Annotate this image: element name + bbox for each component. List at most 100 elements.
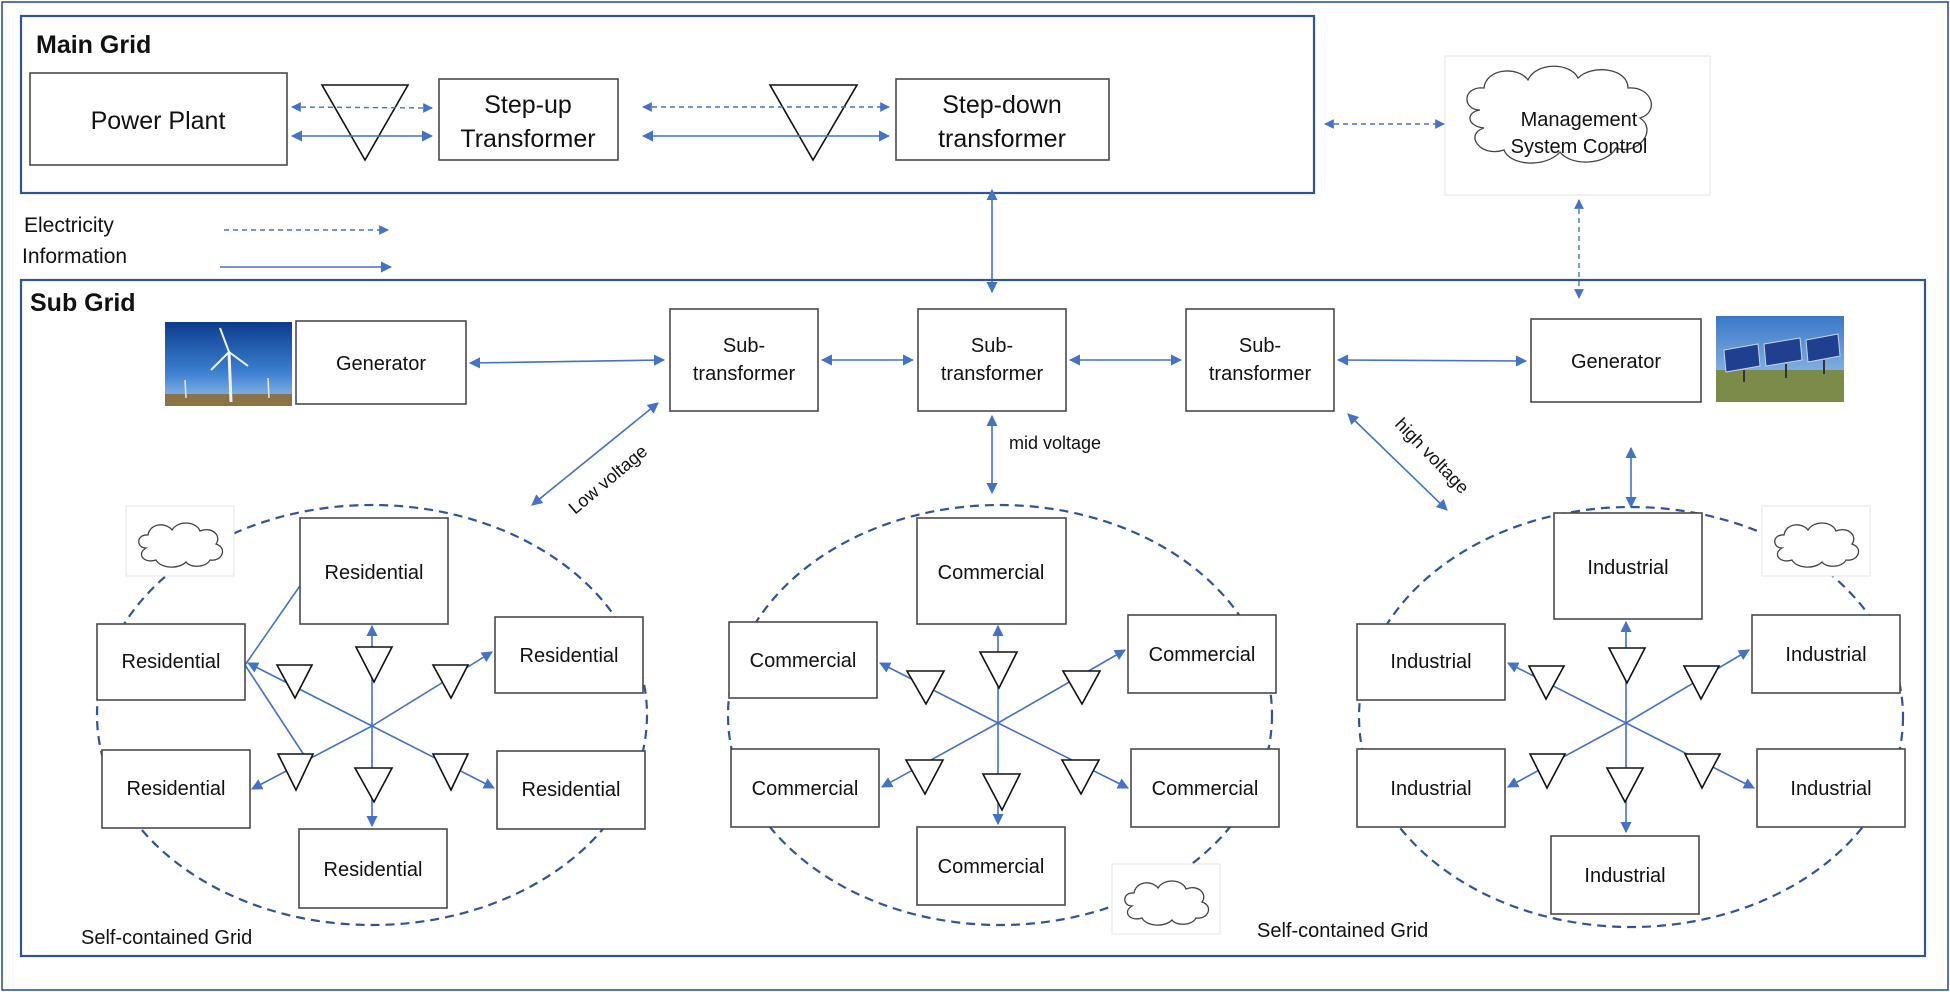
commercial-transformer-symbol <box>904 759 945 796</box>
commercial-box-left[interactable]: Commercial <box>728 621 878 699</box>
industrial-label: Industrial <box>1390 651 1471 673</box>
high-voltage-label: high voltage <box>1391 414 1473 498</box>
commercial-label: Commercial <box>752 778 859 800</box>
commercial-arrow-lower-right <box>997 722 1130 789</box>
step-down-label-line2: transformer <box>938 125 1066 153</box>
residential-grid-boundary <box>95 503 649 927</box>
residential-label: Residential <box>324 859 423 881</box>
residential-transformer-symbol <box>354 646 394 684</box>
management-system-control[interactable]: Management System Control <box>1444 55 1711 196</box>
commercial-box-lower-right[interactable]: Commercial <box>1130 748 1280 828</box>
power-plant-box[interactable]: Power Plant <box>29 72 288 166</box>
industrial-transformer-symbol <box>1528 753 1567 790</box>
sub-transformer-3-line2: transformer <box>1209 363 1312 385</box>
sub-transformer-3-line1: Sub- <box>1239 335 1281 357</box>
step-up-transformer-box[interactable]: Step-up Transformer <box>438 78 619 161</box>
commercial-self-contained-label: Self-contained Grid <box>1257 920 1428 942</box>
industrial-label: Industrial <box>1584 865 1665 887</box>
residential-box-lower-right[interactable]: Residential <box>496 750 646 830</box>
residential-box-top[interactable]: Residential <box>299 517 449 625</box>
residential-cloud-icon <box>125 505 235 577</box>
generator-left-label: Generator <box>336 353 426 375</box>
sub-grid-title: Sub Grid <box>30 289 136 317</box>
residential-box-right[interactable]: Residential <box>494 616 644 694</box>
industrial-box-left[interactable]: Industrial <box>1356 623 1506 701</box>
residential-grid: Residential Residential Residential Resi… <box>81 503 649 949</box>
industrial-grid: Industrial Industrial Industrial Industr… <box>1356 505 1906 929</box>
sub-transformer-box-3[interactable]: Sub- transformer <box>1185 308 1335 412</box>
commercial-box-top[interactable]: Commercial <box>916 517 1067 625</box>
commercial-transformer-symbol <box>1061 670 1102 706</box>
industrial-box-right[interactable]: Industrial <box>1751 614 1901 694</box>
low-voltage-label: Low voltage <box>565 441 651 518</box>
industrial-cloud-icon <box>1761 505 1871 577</box>
sub-transformer-box-2[interactable]: Sub- transformer <box>917 308 1067 412</box>
residential-transformer-symbol <box>353 767 394 804</box>
industrial-arrow-upper-left <box>1507 662 1627 724</box>
residential-transformer-symbol <box>431 753 470 792</box>
mid-voltage-label: mid voltage <box>1009 433 1101 453</box>
commercial-arrow-lower-left <box>881 722 999 788</box>
industrial-label: Industrial <box>1785 644 1866 666</box>
commercial-grid-boundary <box>726 503 1274 927</box>
residential-label: Residential <box>127 778 226 800</box>
commercial-transformer-symbol <box>981 773 1022 812</box>
industrial-box-top[interactable]: Industrial <box>1553 512 1703 620</box>
commercial-label: Commercial <box>1149 644 1256 666</box>
main-grid-title: Main Grid <box>36 31 151 59</box>
industrial-transformer-symbol <box>1527 665 1566 701</box>
generator-left-box[interactable]: Generator <box>295 320 467 405</box>
residential-wire-2 <box>244 664 305 756</box>
residential-transformer-symbol <box>276 753 315 792</box>
residential-box-lower-left[interactable]: Residential <box>101 749 251 829</box>
residential-self-contained-label: Self-contained Grid <box>81 927 252 949</box>
management-label-line1: Management <box>1521 109 1638 131</box>
industrial-label: Industrial <box>1587 557 1668 579</box>
wind-turbines-image <box>165 322 292 406</box>
arrow-sub3-generator <box>1336 354 1528 367</box>
industrial-box-lower-left[interactable]: Industrial <box>1356 748 1506 828</box>
residential-transformer-symbol <box>275 664 314 700</box>
sub-transformer-1-line2: transformer <box>693 363 796 385</box>
industrial-box-lower-right[interactable]: Industrial <box>1756 748 1906 828</box>
industrial-grid-boundary <box>1357 505 1905 929</box>
commercial-cloud-icon <box>1111 863 1221 935</box>
residential-box-bottom[interactable]: Residential <box>298 828 448 909</box>
industrial-box-bottom[interactable]: Industrial <box>1550 835 1700 915</box>
management-label-line2: System Control <box>1511 136 1648 158</box>
industrial-arrow-lower-left <box>1507 722 1627 788</box>
sub-transformer-box-1[interactable]: Sub- transformer <box>669 308 819 412</box>
step-down-transformer-box[interactable]: Step-down transformer <box>895 78 1110 161</box>
generator-right-box[interactable]: Generator <box>1530 318 1702 403</box>
commercial-arrow-upper-left <box>879 662 999 724</box>
arrow-low-voltage <box>531 402 659 506</box>
residential-arrow-upper-left <box>247 662 373 727</box>
main-transformer-symbol-1 <box>320 84 410 162</box>
industrial-transformer-symbol <box>1605 767 1645 804</box>
residential-label: Residential <box>520 645 619 667</box>
commercial-label: Commercial <box>750 650 857 672</box>
commercial-box-right[interactable]: Commercial <box>1127 614 1277 694</box>
commercial-grid: Commercial Commercial Commercial Commerc… <box>726 503 1428 942</box>
commercial-box-lower-left[interactable]: Commercial <box>730 748 880 828</box>
residential-label: Residential <box>325 562 424 584</box>
commercial-box-bottom[interactable]: Commercial <box>916 826 1066 906</box>
residential-label: Residential <box>522 779 621 801</box>
commercial-label: Commercial <box>938 562 1045 584</box>
sub-transformer-1-line1: Sub- <box>723 335 765 357</box>
management-cloud-icon <box>1466 65 1652 164</box>
legend: Electricity Information <box>22 214 393 273</box>
industrial-arrow-upper-right <box>1625 649 1750 724</box>
residential-wire-1 <box>244 579 305 666</box>
residential-box-left[interactable]: Residential <box>96 623 246 701</box>
residential-arrow-upper-right <box>371 651 493 727</box>
industrial-transformer-symbol <box>1682 665 1721 701</box>
power-plant-label: Power Plant <box>91 107 226 135</box>
commercial-label: Commercial <box>1152 778 1259 800</box>
legend-information-label: Information <box>22 245 127 268</box>
solar-panels-image <box>1716 316 1844 402</box>
residential-arrow-lower-right <box>371 725 495 789</box>
sub-transformer-2-line2: transformer <box>941 363 1044 385</box>
